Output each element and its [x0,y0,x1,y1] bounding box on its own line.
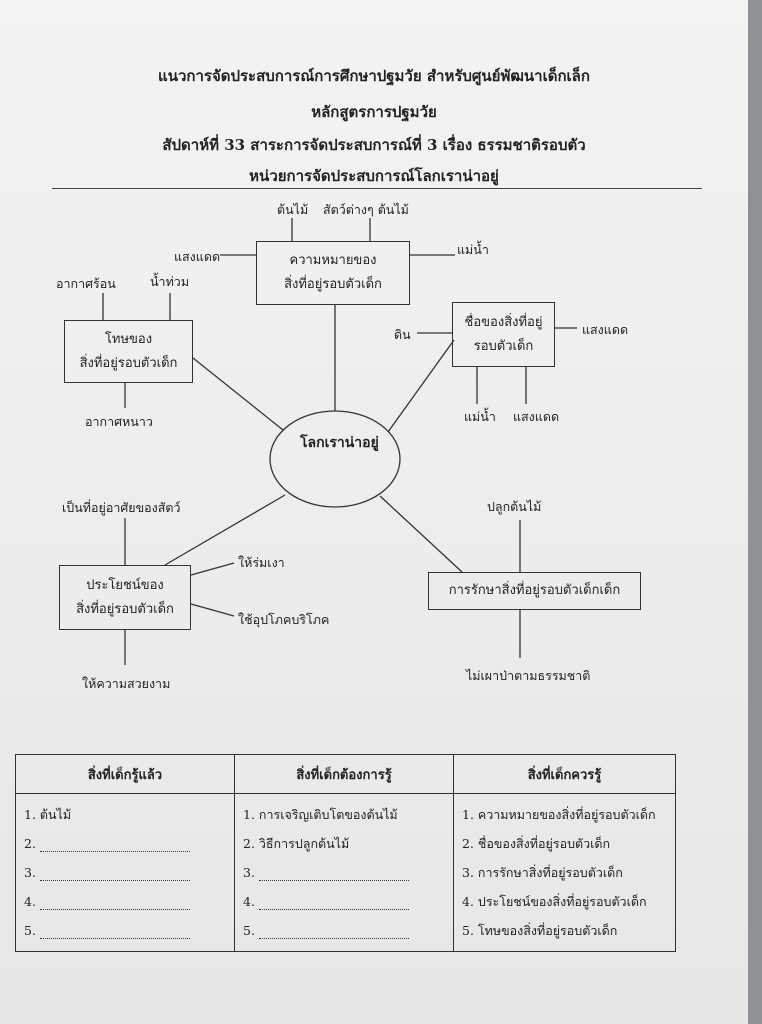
known-item: 5. [24,916,226,945]
benefit-box-line-1: ประโยชน์ของ [86,577,164,593]
mind-map-connectors [102,218,577,665]
should-item: 5. โทษของสิ่งที่อยู่รอบตัวเด็ก [462,923,618,938]
should-item: 1. ความหมายของสิ่งที่อยู่รอบตัวเด็ก [462,807,656,822]
known-item: 1. ต้นไม้ [24,807,72,822]
want-item: 4. [243,887,445,916]
should-know-column: 1. ความหมายของสิ่งที่อยู่รอบตัวเด็ก 2. ช… [453,793,676,952]
meaning-box-line-1: ความหมายของ [289,253,377,268]
care-box-label: การรักษาสิ่งที่อยู่รอบตัวเด็กเด็ก [448,583,621,598]
known-item: 3. [24,858,226,887]
knowledge-table: สิ่งที่เด็กรู้แล้ว สิ่งที่เด็กต้องการรู้… [15,754,676,952]
benefit-item-shade: ให้ร่มเงา [238,555,285,570]
meaning-box: ความหมายของ สิ่งที่อยู่รอบตัวเด็ก [256,241,410,305]
header-line-1: แนวการจัดประสบการณ์การศึกษาปฐมวัย สำหรับ… [158,67,590,85]
care-item-plant-trees: ปลูกต้นไม้ [487,499,542,514]
care-item-no-burning: ไม่เผาป่าตามธรรมชาติ [466,668,591,683]
known-item: 2. [24,829,226,858]
harm-item-flood: น้ำท่วม [150,274,190,289]
header-line-4: หน่วยการจัดประสบการณ์โลกเราน่าอยู่ [249,167,499,185]
header-should-know: สิ่งที่เด็กควรรู้ [453,754,676,794]
want-to-know-column: 1. การเจริญเติบโตของต้นไม้ 2. วิธีการปลู… [234,793,454,952]
known-column: 1. ต้นไม้ 2. 3. 4. 5. [15,793,235,952]
meaning-item-animals: สัตว์ต่างๆ ต้นไม้ [323,202,409,217]
should-item: 4. ประโยชน์ของสิ่งที่อยู่รอบตัวเด็ก [462,894,647,909]
header-known: สิ่งที่เด็กรู้แล้ว [15,754,235,794]
want-item: 1. การเจริญเติบโตของต้นไม้ [243,807,398,822]
names-box: ชื่อของสิ่งที่อยู่ รอบตัวเด็ก [452,302,555,367]
want-item: 2. วิธีการปลูกต้นไม้ [243,836,350,851]
should-item: 3. การรักษาสิ่งที่อยู่รอบตัวเด็ก [462,865,623,880]
names-item-river: แม่น้ำ [464,409,496,424]
names-box-line-2: รอบตัวเด็ก [473,338,534,354]
header-want-to-know: สิ่งที่เด็กต้องการรู้ [234,754,454,794]
meaning-box-line-2: สิ่งที่อยู่รอบตัวเด็ก [284,277,382,292]
harm-item-hot: อากาศร้อน [56,276,116,291]
meaning-item-river: แม่น้ำ [457,242,489,257]
harm-box-line-1: โทษของ [104,331,153,347]
benefit-item-habitat: เป็นที่อยู่อาศัยของสัตว์ [62,500,181,515]
benefit-box-line-2: สิ่งที่อยู่รอบตัวเด็ก [76,601,174,617]
want-item: 5. [243,916,445,945]
header-line-2: หลักสูตรการปฐมวัย [311,103,437,121]
header-divider [52,188,702,189]
should-item: 2. ชื่อของสิ่งที่อยู่รอบตัวเด็ก [462,836,611,851]
benefit-box: ประโยชน์ของ สิ่งที่อยู่รอบตัวเด็ก [59,565,191,630]
names-item-sunlight-2: แสงแดด [513,409,560,424]
names-box-line-1: ชื่อของสิ่งที่อยู่ [464,314,543,330]
center-label: โลกเราน่าอยู่ [300,435,379,451]
benefit-item-beauty: ให้ความสวยงาม [82,676,171,691]
known-item: 4. [24,887,226,916]
center-circle [269,410,401,508]
names-item-soil: ดิน [394,327,411,342]
header-line-3: สัปดาห์ที่ 33 สาระการจัดประสบการณ์ที่ 3 … [162,136,586,154]
care-box: การรักษาสิ่งที่อยู่รอบตัวเด็กเด็ก [428,572,641,610]
want-item: 3. [243,858,445,887]
harm-item-cold: อากาศหนาว [85,414,153,429]
benefit-item-consumption: ใช้อุปโภคบริโภค [238,612,330,627]
harm-box: โทษของ สิ่งที่อยู่รอบตัวเด็ก [64,320,193,383]
names-item-sunlight: แสงแดด [582,322,629,337]
harm-box-line-2: สิ่งที่อยู่รอบตัวเด็ก [79,355,178,371]
meaning-item-sunlight: แสงแดด [174,249,221,264]
meaning-item-trees: ต้นไม้ [277,202,309,217]
